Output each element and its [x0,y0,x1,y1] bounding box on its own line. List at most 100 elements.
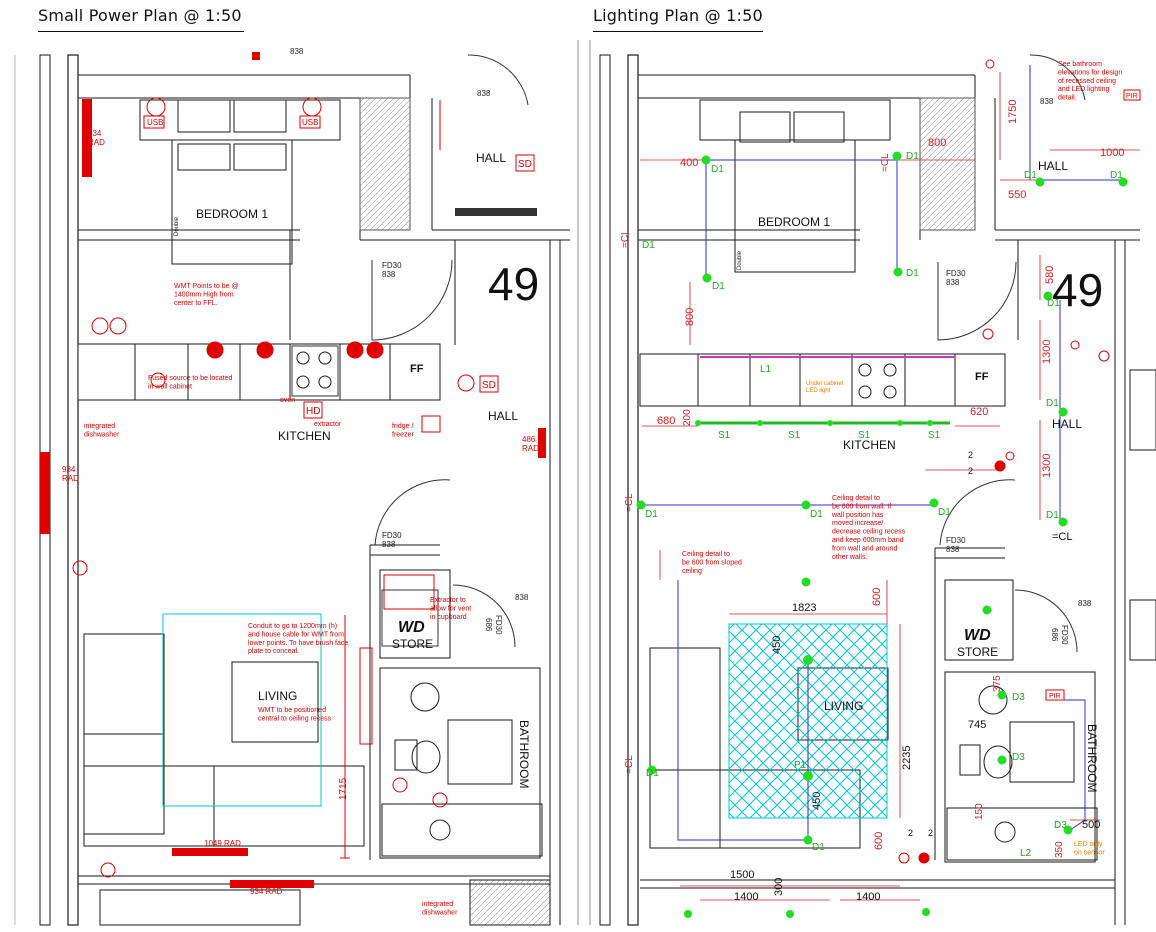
power-symbols [40,52,546,888]
dim-200: 200 [682,409,693,426]
rad-486: 486 [522,435,536,444]
l-838-top: 838 [1040,97,1054,106]
dim-375: 375 [992,675,1003,692]
lighting-plan-title: Lighting Plan @ 1:50 [593,6,763,25]
room-living: LIVING [258,689,297,703]
cl-label-3: =CL [624,493,635,512]
code-d1-13: D1 [646,768,659,779]
fd30-tag-c: FD30 [494,615,503,635]
count-mark-2: 2 [968,466,973,476]
note-oven: oven [280,397,295,404]
lighting-title-underline [593,31,763,32]
count-mark-1: 2 [968,450,973,460]
dim-400: 400 [680,157,698,169]
count-mark-4: 2 [928,828,933,838]
lighting-switches [898,59,1141,864]
l-fd30-c: FD30 [1060,625,1069,645]
door-838-c: 838 [477,89,491,98]
dim-300: 300 [773,878,785,896]
code-d1-15: D1 [1047,298,1060,309]
pir-tag-top: PIR [1126,93,1138,100]
small-power-plan-title: Small Power Plan @ 1:50 [38,6,242,25]
code-d1-5: D1 [1024,170,1037,181]
room-hall-mid: HALL [488,409,518,423]
door-838-a: 838 [382,270,396,279]
l-room-bathroom: BATHROOM [1085,724,1099,792]
usb-left: USB [147,118,163,127]
dim-1500: 1500 [730,869,754,881]
l-686: 686 [1050,628,1059,642]
room-store: STORE [392,637,433,651]
sd-symbol-top: SD [518,159,532,170]
dim-1300-a: 1300 [1041,340,1053,364]
dimension-lines [640,72,1140,901]
code-d3-2: D3 [1012,752,1025,763]
l-room-store: STORE [957,645,998,659]
dim-620: 620 [970,406,988,418]
rad-934-c: 934 RAD [250,887,283,896]
dim-500: 500 [1082,819,1100,831]
rad-label-b: RAD [62,474,79,483]
small-power-title-underline [38,31,244,32]
dim-1300-b: 1300 [1041,454,1053,478]
door-838-b: 838 [382,540,396,549]
unit-number: 49 [488,258,539,310]
dim-550: 550 [1008,189,1026,201]
code-s1-3: S1 [858,430,871,441]
code-d1-8: D1 [1046,510,1059,521]
code-d1-4: D1 [906,268,919,279]
dim-600-b: 600 [873,832,885,850]
note-extractor: extractor [314,421,342,428]
small-power-labels: BEDROOM 1 HALL HALL KITCHEN LIVING STORE… [62,47,539,916]
count-mark-3: 2 [908,828,913,838]
code-d1-7: D1 [1046,398,1059,409]
cl-label-5: =CL [1052,531,1073,543]
dim-1750: 1750 [1007,100,1019,124]
cl-label-2: =CL [880,153,891,172]
room-bathroom: BATHROOM [517,720,531,788]
code-d1-2: D1 [712,281,725,292]
rad-934-a: 934 [88,129,102,138]
lighting-labels: BEDROOM 1 HALL HALL KITCHEN LIVING STORE… [620,61,1138,903]
dim-800-b: 800 [684,308,696,326]
dim-580: 580 [1044,266,1056,284]
dim-450-b: 450 [811,792,823,810]
fd30-tag-a: FD30 [382,261,402,270]
l-room-living: LIVING [824,699,863,713]
small-power-plan [14,40,579,926]
dim-350: 350 [1054,841,1065,858]
l-fd30-b: FD30 [946,536,966,545]
dim-1000: 1000 [1100,147,1124,159]
l-room-kitchen: KITCHEN [843,438,896,452]
l-838-b: 838 [946,545,960,554]
door-686: 686 [484,618,493,632]
note-conduit: Conduit to go to 1200mm (h)and house cab… [248,623,348,655]
room-bedroom-1: BEDROOM 1 [196,207,268,221]
dim-2235: 2235 [901,746,913,770]
code-d1-14: D1 [812,842,825,853]
dim-450-a: 450 [771,636,783,654]
dim-745: 745 [968,719,986,731]
usb-right: USB [302,118,318,127]
code-s1-2: S1 [788,430,801,441]
l-838-a: 838 [946,278,960,287]
pir-tag: PIR [1049,693,1061,700]
rad-1049: 1049 RAD [204,839,241,848]
code-l1: L1 [760,364,772,375]
code-d1-12: D1 [938,507,951,518]
dim-1400-a: 1400 [734,891,758,903]
hd-symbol: HD [306,406,320,417]
code-d1-9: D1 [642,240,655,251]
code-d1-3: D1 [906,151,919,162]
l-room-bedroom-1: BEDROOM 1 [758,215,830,229]
rad-934-b: 934 [62,465,76,474]
dim-1715: 1715 [338,777,349,800]
l-ff-symbol: FF [975,371,989,383]
l-unit-number: 49 [1052,264,1103,316]
dim-800-a: 800 [928,137,946,149]
